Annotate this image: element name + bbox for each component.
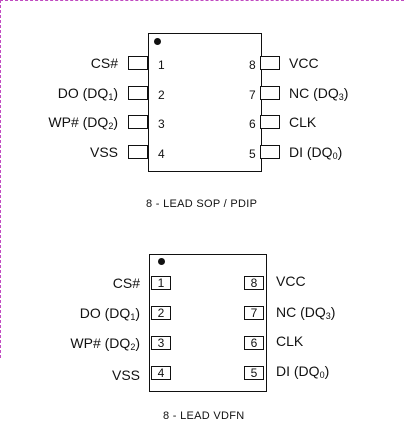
pin1-indicator-dot [154, 38, 161, 45]
sop-pin-label: CS# [90, 55, 118, 71]
sop-pin-number: 1 [158, 58, 165, 72]
sop-pin-number: 2 [158, 88, 165, 102]
sop-pin-number: 4 [158, 147, 165, 161]
sop-pin-lead-4 [128, 145, 148, 159]
sop-pin-label: VSS [89, 144, 118, 160]
sop-package-caption: 8 - LEAD SOP / PDIP [146, 198, 258, 210]
vdfn-pad-7: 7 [244, 306, 264, 320]
sop-pin-lead-8 [260, 56, 280, 70]
dashed-frame-top [0, 0, 404, 1]
vdfn-pad-6: 6 [244, 336, 264, 350]
vdfn-pad-2: 2 [151, 306, 171, 320]
vdfn-pad-8: 8 [244, 276, 264, 290]
vdfn-pin-label: WP# (DQ2) [70, 335, 140, 352]
vdfn-pin-label: VSS [111, 367, 140, 383]
sop-pin-label: WP# (DQ2) [48, 114, 118, 131]
vdfn-package-caption: 8 - LEAD VDFN [163, 410, 245, 422]
pin1-indicator-dot [158, 258, 165, 265]
vdfn-pad-5: 5 [244, 366, 264, 380]
sop-chip-body [148, 33, 262, 172]
sop-pin-lead-7 [260, 86, 280, 100]
sop-pin-lead-3 [128, 115, 148, 129]
sop-pin-lead-6 [260, 115, 280, 129]
sop-pin-label: CLK [289, 114, 317, 130]
sop-pin-label: VCC [289, 55, 319, 71]
dashed-frame-left [0, 0, 1, 358]
vdfn-pin-label: DI (DQ0) [276, 363, 330, 380]
sop-pin-label: NC (DQ3) [289, 85, 349, 102]
sop-pin-number: 8 [249, 58, 256, 72]
vdfn-pin-label: CS# [112, 275, 140, 291]
vdfn-pad-3: 3 [151, 336, 171, 350]
sop-pin-number: 6 [249, 117, 256, 131]
vdfn-pin-label: NC (DQ3) [276, 304, 336, 321]
vdfn-pin-label: DO (DQ1) [79, 305, 140, 322]
sop-pin-label: DO (DQ1) [57, 85, 118, 102]
sop-pin-lead-1 [128, 56, 148, 70]
vdfn-pad-1: 1 [151, 276, 171, 290]
sop-pin-lead-5 [260, 145, 280, 159]
vdfn-pin-label: CLK [276, 333, 304, 349]
sop-pin-number: 3 [158, 117, 165, 131]
sop-pin-label: DI (DQ0) [289, 144, 343, 161]
sop-pin-number: 7 [249, 88, 256, 102]
sop-pin-lead-2 [128, 86, 148, 100]
vdfn-pin-label: VCC [276, 273, 306, 289]
vdfn-pad-4: 4 [151, 366, 171, 380]
sop-pin-number: 5 [249, 147, 256, 161]
